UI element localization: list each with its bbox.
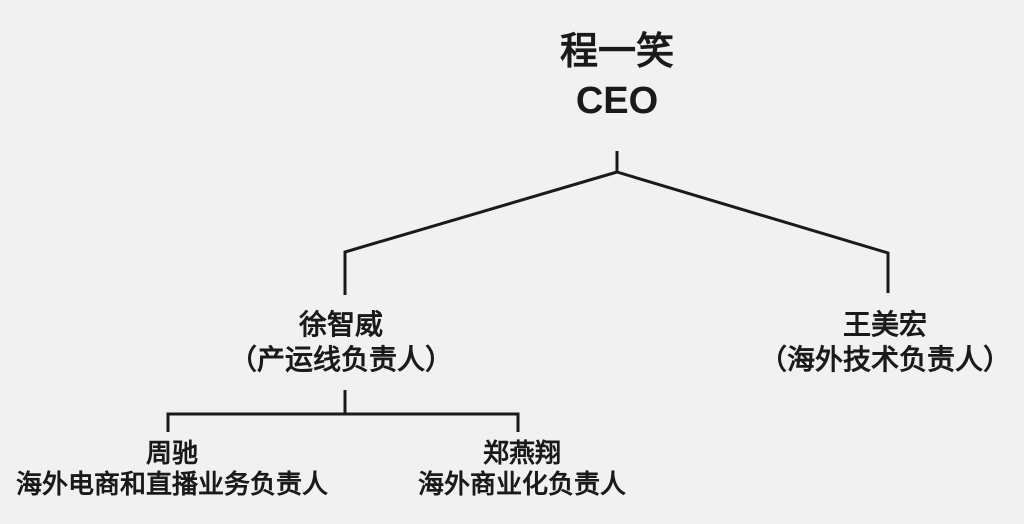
org-node-zheng-yanxiang-name: 郑燕翔 bbox=[482, 438, 562, 468]
org-node-xu-zhiwei: 徐智威 （产运线负责人） bbox=[229, 307, 453, 377]
org-node-wang-meihong: 王美宏 （海外技术负责人） bbox=[759, 307, 1011, 377]
connector-ceo-to-xu bbox=[343, 170, 618, 295]
org-node-ceo: 程一笑 CEO bbox=[560, 28, 674, 126]
org-node-zhou-chi-name: 周驰 bbox=[145, 438, 199, 468]
org-node-ceo-title: CEO bbox=[575, 80, 659, 122]
org-node-zheng-yanxiang: 郑燕翔 海外商业化负责人 bbox=[418, 438, 626, 500]
org-node-zhou-chi: 周驰 海外电商和直播业务负责人 bbox=[16, 438, 328, 500]
connector-ceo-to-wang bbox=[616, 170, 890, 293]
org-node-xu-zhiwei-name: 徐智威 bbox=[298, 309, 384, 340]
org-node-xu-zhiwei-title: （产运线负责人） bbox=[228, 344, 454, 375]
org-node-wang-meihong-title: （海外技术负责人） bbox=[758, 344, 1012, 375]
connector-xu-bracket bbox=[166, 412, 520, 432]
org-node-zheng-yanxiang-title: 海外商业化负责人 bbox=[417, 469, 627, 499]
org-node-zhou-chi-title: 海外电商和直播业务负责人 bbox=[15, 469, 329, 499]
org-node-wang-meihong-name: 王美宏 bbox=[842, 309, 928, 340]
org-node-ceo-name: 程一笑 bbox=[559, 31, 675, 73]
